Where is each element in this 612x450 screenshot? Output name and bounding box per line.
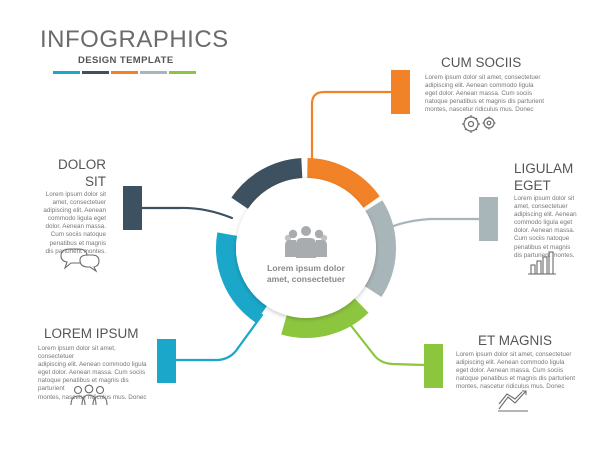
tab-et-magnis (424, 344, 443, 388)
step-cum-sociis: CUM SOCIIS Lorem ipsum dolor sit amet, c… (425, 54, 585, 114)
step-title: CUM SOCIIS (441, 55, 522, 70)
body-line: eget dolor. Aenean massa. Cum sociis (38, 369, 146, 377)
step-title: LOREM IPSUM (44, 326, 139, 341)
page-subtitle: DESIGN TEMPLATE (78, 55, 174, 66)
palette-swatch (140, 71, 167, 74)
step-body: Lorem ipsum dolor sit amet, consectetuer… (425, 74, 585, 114)
body-line: Cum sociis natoque (514, 235, 570, 243)
palette-swatch (82, 71, 109, 74)
body-line: eget dolor. Aenean massa. Cum sociis (425, 90, 533, 98)
body-line: montes, nascetur ridiculus mus. Donec (38, 393, 147, 401)
ring-segment-orange (306, 158, 380, 209)
body-line: dis parturient montes. (514, 251, 575, 259)
palette-swatch (169, 71, 196, 74)
tab-dolor-sit (123, 186, 142, 230)
ring-segment-dark (231, 158, 303, 210)
connector-et-magnis (343, 316, 427, 367)
body-line: adipiscing elit. Aenean commodo ligula (425, 82, 534, 90)
body-line: montes, nascetur ridiculus mus. Donec (456, 383, 565, 391)
step-title: LIGULAM (514, 161, 574, 176)
body-line: natoque penatibus et magnis dis parturie… (456, 375, 576, 383)
step-title-line2: EGET (514, 178, 551, 193)
ring (216, 158, 396, 338)
body-line: Lorem ipsum dolor sit amet, consectetuer (38, 345, 116, 361)
tab-lorem-ipsum (157, 339, 176, 383)
body-line: Lorem ipsum dolor sit amet, consectetuer (456, 351, 572, 358)
body-line: adipiscing elit. Aenean (514, 211, 577, 219)
page-title: INFOGRAPHICS (40, 26, 229, 53)
gears-icon (462, 115, 496, 133)
step-lorem-ipsum: LOREM IPSUM Lorem ipsum dolor sit amet, … (38, 325, 150, 402)
tab-cum-sociis (391, 70, 410, 114)
body-line: adipiscing elit. Aenean (43, 207, 106, 215)
body-line: adipiscing elit. Aenean commodo ligula (456, 359, 565, 367)
step-ligulam-eget: LIGULAM EGET Lorem ipsum dolor sit amet,… (514, 160, 604, 260)
body-line: Lorem ipsum dolor sit amet, consectetuer (425, 74, 541, 81)
connectors (140, 90, 482, 367)
body-line: montes, nascetur ridiculus mus. Donec (425, 106, 534, 114)
palette-swatch (111, 71, 138, 74)
step-title-line2: SIT (84, 174, 106, 189)
step-title: DOLOR (57, 157, 106, 172)
ring-segment-gray (364, 200, 396, 298)
body-line: Cum sociis natoque (50, 231, 106, 239)
body-line: dolor. Aenean massa. (45, 223, 106, 231)
center-text-line: amet, consectetuer (266, 274, 346, 284)
connector-cum-sociis (310, 90, 394, 170)
center-text-line: Lorem ipsum dolor (267, 263, 345, 273)
body-line: eget dolor. Aenean massa. Cum sociis (456, 367, 564, 375)
chat-bubbles-icon (60, 248, 100, 273)
body-line: dis parturient montes. (45, 247, 106, 255)
people-icon (70, 384, 108, 406)
body-line: commodo ligula eget (47, 215, 106, 223)
step-body: Lorem ipsum dolor sit amet, consectetuer… (38, 345, 150, 402)
connector-ligulam-eget (378, 217, 482, 234)
connector-lorem-ipsum (174, 313, 264, 362)
body-line: commodo ligula eget (514, 219, 573, 227)
body-line: dolor. Aenean massa. (514, 227, 575, 235)
step-title: ET MAGNIS (478, 333, 553, 348)
body-line: Lorem ipsum dolor sit (514, 195, 575, 202)
ring-segment-blue (216, 232, 268, 323)
body-line: penatibus et magnis (514, 243, 571, 251)
bar-chart-icon (528, 251, 556, 275)
step-et-magnis: ET MAGNIS Lorem ipsum dolor sit amet, co… (456, 332, 606, 391)
connector-dolor-sit (140, 206, 234, 220)
body-line: penatibus et magnis (49, 239, 106, 247)
center-text: Lorem ipsum dolor amet, consectetuer (252, 263, 360, 285)
body-line: adipiscing elit. Aenean commodo ligula (38, 361, 147, 369)
body-line: amet, consectetuer (52, 199, 106, 207)
body-line: Lorem ipsum dolor sit (45, 191, 106, 198)
tab-ligulam-eget (479, 197, 498, 241)
body-line: amet, consectetuer (514, 203, 568, 211)
title-palette (53, 71, 196, 74)
body-line: natoque penatibus et magnis dis parturie… (425, 98, 545, 106)
ring-segment-green (281, 298, 369, 338)
body-line: natoque penatibus et magnis dis parturie… (38, 377, 129, 393)
line-chart-icon (498, 390, 528, 412)
step-body: Lorem ipsum dolor sit amet, consectetuer… (456, 351, 606, 391)
step-body: Lorem ipsum dolor sit amet, consectetuer… (30, 191, 106, 256)
step-dolor-sit: DOLOR SIT Lorem ipsum dolor sit amet, co… (30, 156, 106, 256)
palette-swatch (53, 71, 80, 74)
business-group-icon (284, 226, 328, 258)
step-body: Lorem ipsum dolor sit amet, consectetuer… (514, 195, 604, 260)
